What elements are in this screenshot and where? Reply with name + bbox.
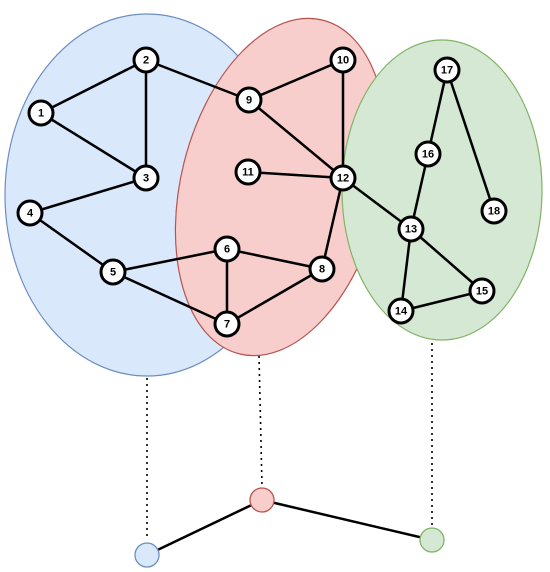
meta-edge-layer [146, 498, 433, 557]
node-label: 3 [143, 173, 149, 185]
graph-node-7: 7 [213, 310, 241, 338]
node-label: 13 [405, 224, 417, 236]
node-label: 8 [319, 264, 325, 276]
connector-red [258, 355, 263, 487]
cluster-green [341, 39, 543, 341]
meta-edge-m-red-m-green [261, 498, 433, 542]
graph-node-11: 11 [234, 158, 262, 186]
node-label: 17 [441, 65, 453, 77]
node-label: 15 [476, 286, 488, 298]
node-label: 10 [337, 55, 349, 67]
node-label: 1 [38, 108, 44, 120]
edge-n5-n6 [112, 247, 228, 274]
edge-n1-n3 [40, 111, 147, 180]
node-label: 6 [224, 244, 230, 256]
edge-n8-n12 [320, 177, 345, 270]
node-circle [397, 215, 425, 243]
edge-n14-n15 [400, 289, 483, 313]
node-label: 9 [246, 95, 252, 107]
meta-edge-m-blue-m-red [146, 498, 263, 557]
node-circle [213, 310, 241, 338]
edge-n5-n7 [112, 270, 228, 326]
edge-n1-n2 [40, 58, 147, 115]
edge-n9-n10 [248, 58, 344, 102]
graph-node-12: 12 [329, 164, 357, 192]
node-circle [234, 158, 262, 186]
edge-n3-n4 [29, 176, 147, 215]
node-circle [414, 140, 442, 168]
node-circle [387, 297, 415, 325]
meta-node-red [249, 487, 275, 513]
node-label: 14 [395, 306, 408, 318]
node-circle [132, 46, 160, 74]
graph-node-17: 17 [433, 56, 461, 84]
graph-node-15: 15 [468, 277, 496, 305]
node-label: 7 [224, 319, 230, 331]
node-label: 11 [242, 167, 254, 179]
cluster-layer [4, 13, 543, 377]
edge-n13-n14 [399, 228, 413, 312]
graph-node-16: 16 [414, 140, 442, 168]
node-label: 12 [337, 173, 349, 185]
edge-n9-n12 [248, 99, 344, 179]
edge-n4-n5 [29, 211, 114, 274]
graph-node-8: 8 [308, 255, 336, 283]
graph-node-5: 5 [99, 258, 127, 286]
node-label: 5 [110, 267, 116, 279]
node-circle [308, 255, 336, 283]
node-label: 2 [143, 55, 149, 67]
meta-node-green [419, 527, 445, 553]
node-circle [480, 197, 508, 225]
edge-n16-n17 [426, 69, 449, 155]
edge-n6-n8 [226, 247, 323, 271]
node-circle [27, 99, 55, 127]
edge-n17-n18 [445, 69, 496, 212]
meta-node-layer [134, 487, 445, 568]
connector-layer [146, 343, 433, 540]
node-circle [468, 277, 496, 305]
graph-node-9: 9 [235, 86, 263, 114]
node-circle [433, 56, 461, 84]
edge-n12-n13 [342, 177, 412, 230]
node-circle [329, 46, 357, 74]
graph-node-14: 14 [387, 297, 415, 325]
edge-n13-n15 [410, 228, 483, 292]
meta-node-blue [134, 542, 160, 568]
node-circle [132, 164, 160, 192]
node-circle [16, 199, 44, 227]
node-label: 18 [488, 206, 500, 218]
node-label: 16 [422, 149, 434, 161]
node-circle [213, 235, 241, 263]
graph-node-4: 4 [16, 199, 44, 227]
edge-n7-n8 [226, 267, 323, 326]
graph-node-6: 6 [213, 235, 241, 263]
node-circle [99, 258, 127, 286]
graph-node-2: 2 [132, 46, 160, 74]
graph-node-3: 3 [132, 164, 160, 192]
edge-n2-n9 [145, 58, 250, 102]
graph-node-13: 13 [397, 215, 425, 243]
node-circle [235, 86, 263, 114]
graph-node-10: 10 [329, 46, 357, 74]
edge-n11-n12 [247, 170, 344, 180]
graph-node-18: 18 [480, 197, 508, 225]
graph-node-1: 1 [27, 99, 55, 127]
node-label: 4 [27, 208, 34, 220]
node-circle [329, 164, 357, 192]
